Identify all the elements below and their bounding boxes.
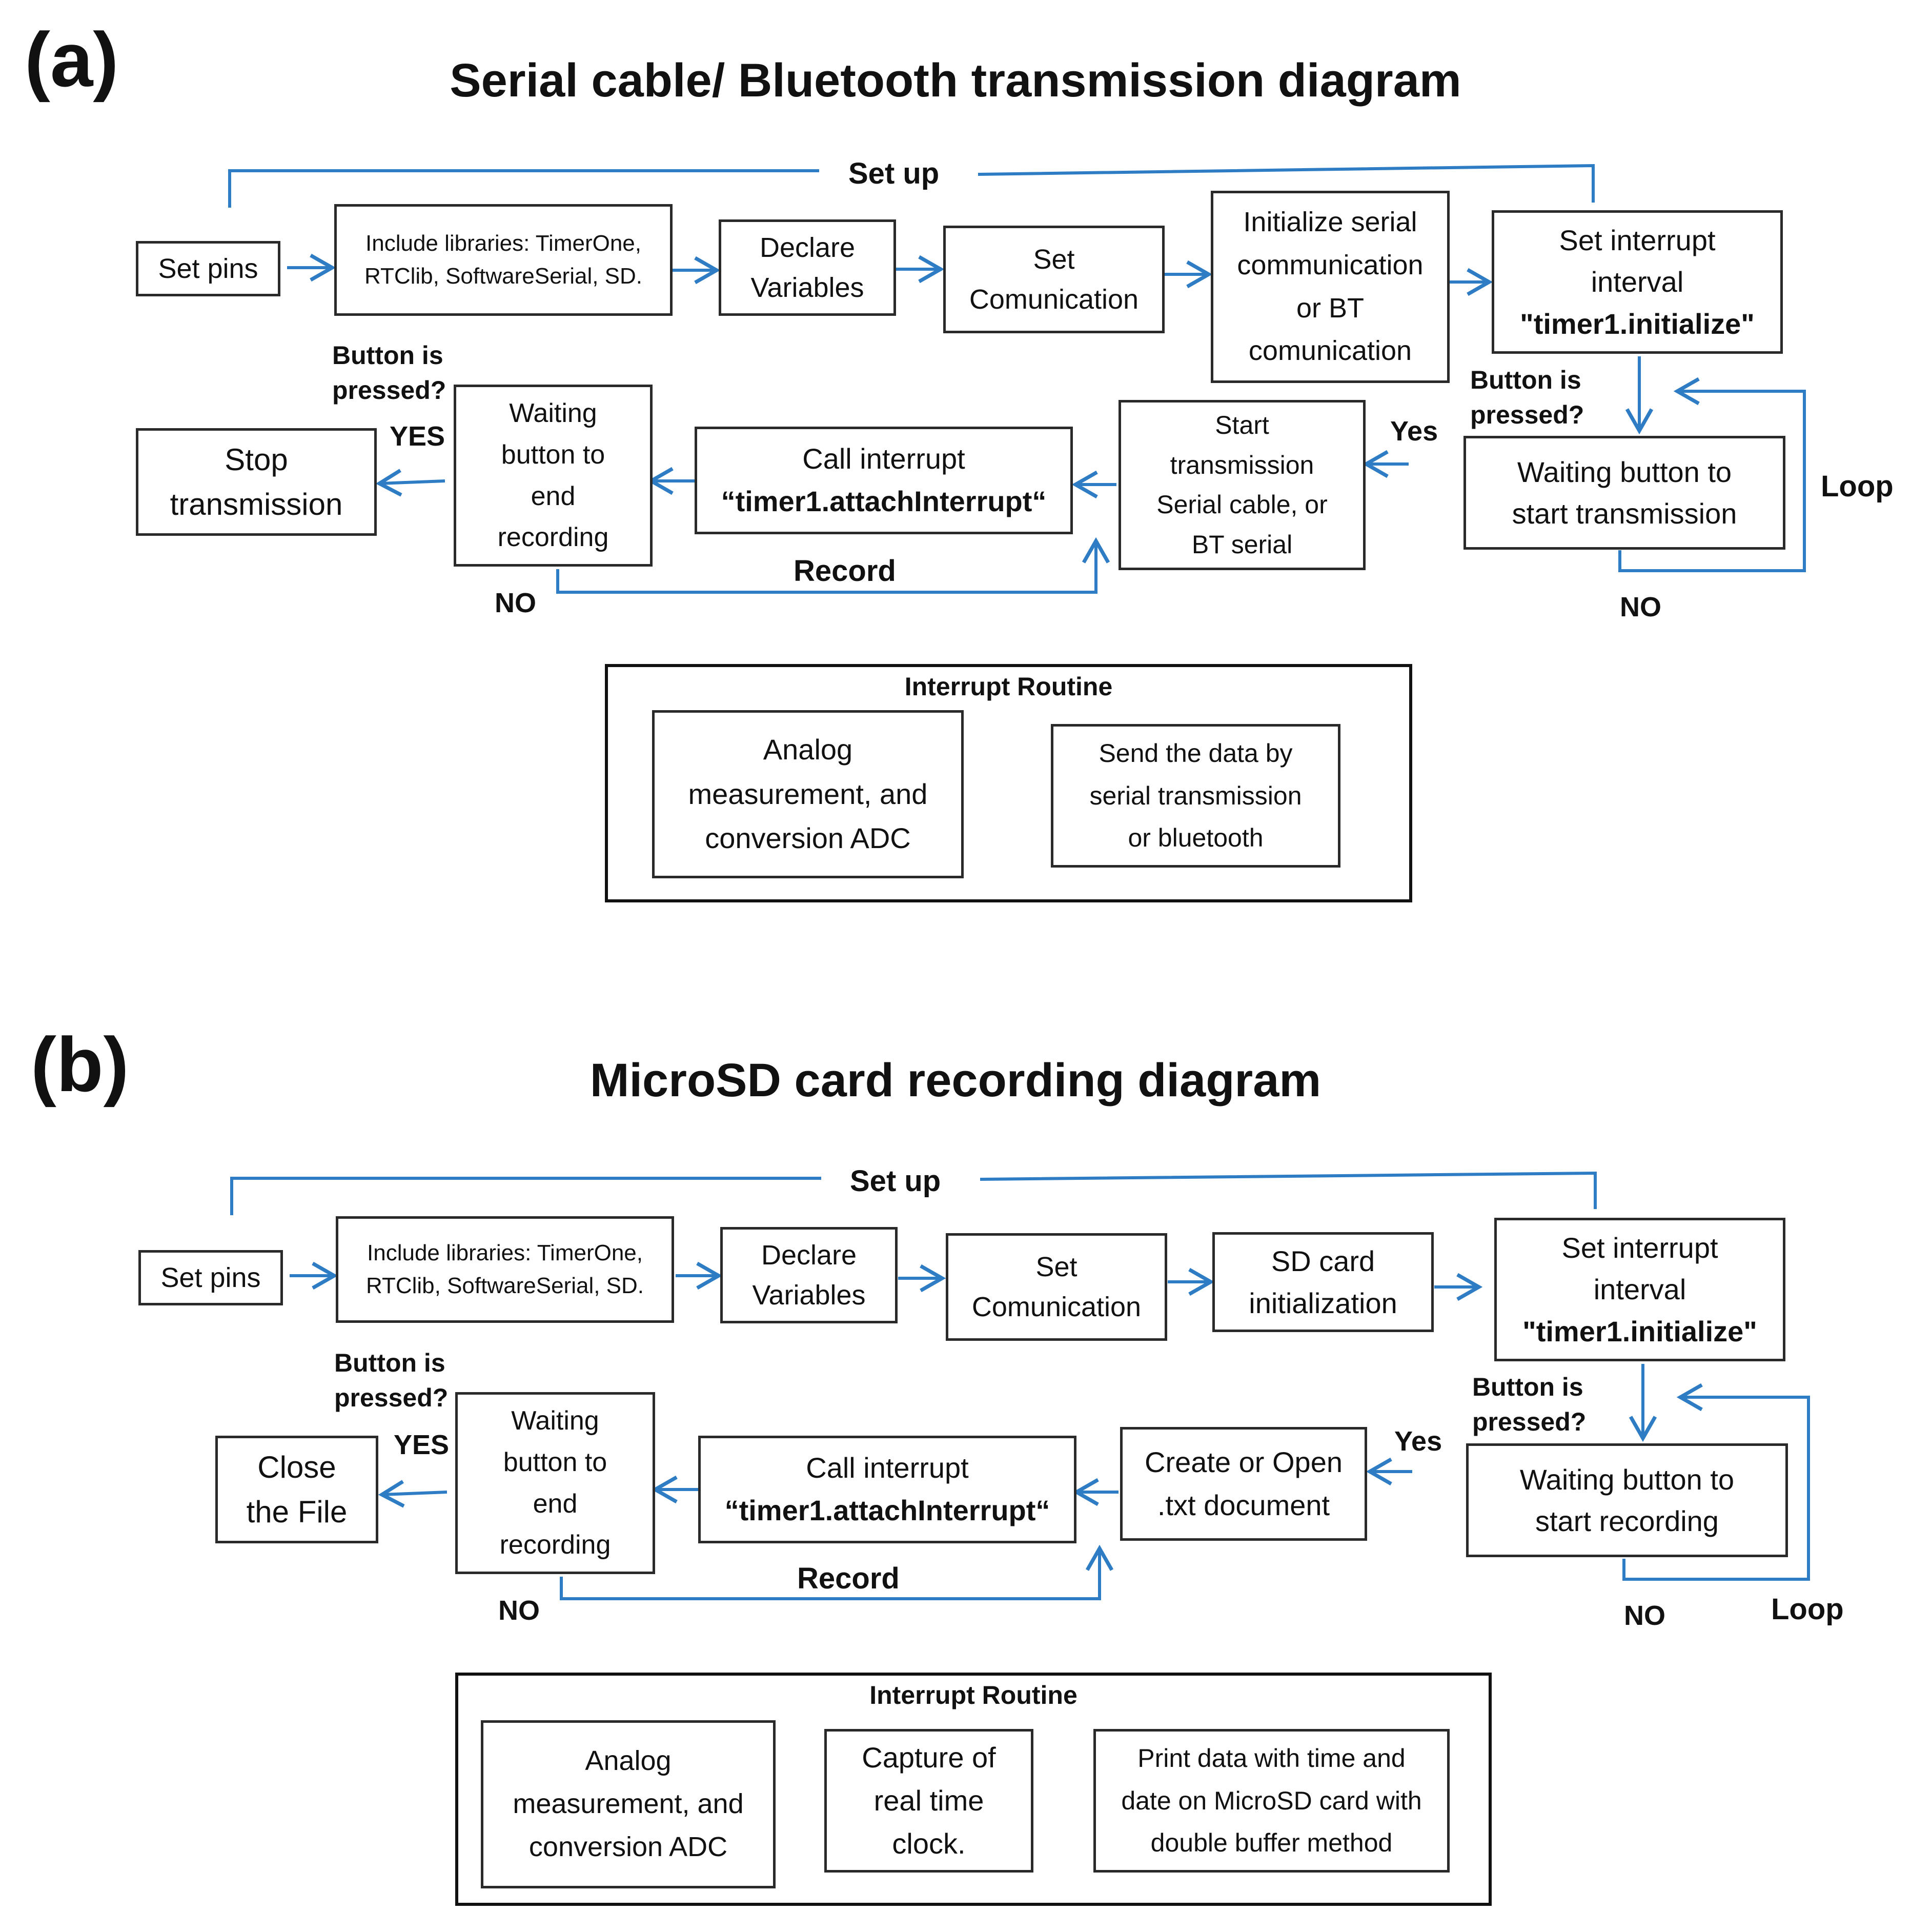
panel-b-waiting-end-box: Waiting button to end recording [455,1392,655,1574]
panel-a-attach-interrupt-text: “timer1.attachInterrupt“ [721,485,1047,517]
panel-b-sd-init-box: SD card initialization [1212,1232,1434,1332]
panel-b-set-interrupt-box: Set interrupt interval "timer1.initializ… [1494,1218,1785,1361]
panel-a-waiting-end-box: Waiting button to end recording [454,385,653,567]
panel-a-button-pressed-left: Button is pressed? [332,341,446,405]
panel-a-button-pressed-right: Button is pressed? [1470,366,1584,429]
panel-a-set-pins-box: Set pins [136,241,280,296]
panel-a-waiting-start-text: Waiting button to start transmission [1512,455,1737,530]
panel-b-declare-variables-text: Declare Variables [752,1239,866,1311]
panel-a-set-interrupt-text: Set interrupt interval [1559,224,1716,298]
panel-b-close-file-text: Close the File [246,1450,348,1529]
panel-b-capture-box: Capture of real time clock. [824,1729,1033,1873]
panel-b-set-pins-box: Set pins [138,1250,283,1305]
panel-a-title: Serial cable/ Bluetooth transmission dia… [450,54,1461,107]
panel-b-waiting-start-text: Waiting button to start recording [1519,1463,1735,1537]
panel-b-call-interrupt-box: Call interrupt “timer1.attachInterrupt“ [698,1436,1076,1543]
panel-a-include-libraries-text: Include libraries: TimerOne, RTClib, Sof… [364,231,643,289]
panel-b-no-right-label: NO [1624,1600,1665,1631]
panel-b-analog-box: Analog measurement, and conversion ADC [481,1720,776,1888]
panel-b-setup-label: Set up [850,1164,941,1198]
panel-a-letter: (a) [25,16,119,103]
panel-a-timer-initialize-text: "timer1.initialize" [1520,307,1755,340]
panel-a-send-box: Send the data by serial transmission or … [1051,724,1340,868]
panel-b-button-pressed-left: Button is pressed? [334,1349,449,1412]
panel-a-no-right-label: NO [1620,592,1661,622]
panel-a-send-text: Send the data by serial transmission or … [1089,739,1302,853]
panel-a-call-interrupt-box: Call interrupt “timer1.attachInterrupt“ [695,427,1073,534]
panel-a-stop-transmission-box: Stop transmission [136,428,377,536]
panel-a-waiting-start-box: Waiting button to start transmission [1463,436,1785,550]
panel-b-set-interrupt-text: Set interrupt interval [1561,1232,1718,1306]
panel-b-timer-initialize-text: "timer1.initialize" [1522,1315,1757,1347]
panel-b-capture-text: Capture of real time clock. [862,1741,996,1860]
panel-b-yes-right-label: Yes [1394,1426,1442,1457]
panel-a-yes-left-label: YES [390,421,445,452]
panel-a-declare-variables-box: Declare Variables [719,219,896,316]
panel-b-print-box: Print data with time and date on MicroSD… [1093,1729,1450,1873]
panel-a-routine-title: Interrupt Routine [904,672,1113,701]
panel-a-loop-label: Loop [1821,470,1894,503]
panel-a-record-label: Record [794,554,896,588]
panel-b-yes-left-label: YES [394,1430,450,1460]
panel-b-include-libraries-text: Include libraries: TimerOne, RTClib, Sof… [365,1240,644,1298]
panel-a-include-libraries-box: Include libraries: TimerOne, RTClib, Sof… [334,204,673,316]
panel-b-waiting-end-text: Waiting button to end recording [499,1406,611,1560]
panel-b-set-pins-text: Set pins [160,1262,261,1293]
panel-a-waiting-end-text: Waiting button to end recording [497,398,609,553]
panel-b-call-interrupt-text: Call interrupt [806,1452,969,1484]
panel-b-analog-text: Analog measurement, and conversion ADC [513,1745,744,1862]
panel-b-no-left-label: NO [498,1595,540,1626]
panel-b-attach-interrupt-text: “timer1.attachInterrupt“ [724,1494,1050,1526]
panel-b-set-communication-text: Set Comunication [971,1251,1142,1322]
panel-b-print-text: Print data with time and date on MicroSD… [1121,1744,1422,1858]
panel-a-start-transmission-text: Start transmission Serial cable, or BT s… [1156,411,1328,559]
panel-a-set-communication-text: Set Comunication [969,244,1139,315]
panel-a-analog-box: Analog measurement, and conversion ADC [652,710,964,878]
panel-a-yes-right-label: Yes [1390,416,1438,447]
panel-b-sd-init-text: SD card initialization [1249,1245,1397,1319]
panel-b-declare-variables-box: Declare Variables [720,1227,898,1323]
panel-a-init-serial-box: Initialize serial communication or BT co… [1211,191,1450,383]
panel-a-setup-label: Set up [848,157,940,190]
panel-a-set-interrupt-box: Set interrupt interval "timer1.initializ… [1492,210,1783,354]
panel-a-declare-variables-text: Declare Variables [750,232,864,303]
panel-a-set-pins-text: Set pins [158,253,258,284]
panel-b-loop-label: Loop [1771,1593,1844,1626]
panel-b-include-libraries-box: Include libraries: TimerOne, RTClib, Sof… [336,1216,674,1323]
panel-a-start-transmission-box: Start transmission Serial cable, or BT s… [1119,400,1366,570]
panel-b-routine-title: Interrupt Routine [869,1681,1078,1709]
panel-b-create-open-box: Create or Open .txt document [1120,1427,1367,1541]
panel-b-letter: (b) [31,1021,129,1108]
panel-a-set-communication-box: Set Comunication [943,226,1165,333]
panel-a-no-left-label: NO [495,588,536,618]
panel-b-close-file-box: Close the File [215,1436,378,1543]
panel-a-call-interrupt-text: Call interrupt [802,442,965,475]
panel-b-create-open-text: Create or Open .txt document [1145,1446,1343,1521]
panel-b-waiting-start-box: Waiting button to start recording [1466,1443,1788,1557]
panel-a-analog-text: Analog measurement, and conversion ADC [688,733,928,855]
panel-b-button-pressed-right: Button is pressed? [1472,1373,1587,1436]
panel-a-stop-transmission-text: Stop transmission [170,442,343,521]
panel-b-title: MicroSD card recording diagram [589,1054,1322,1106]
panel-b-set-communication-box: Set Comunication [946,1233,1167,1341]
panel-a-init-serial-text: Initialize serial communication or BT co… [1237,207,1424,367]
panel-b-record-label: Record [797,1562,900,1595]
